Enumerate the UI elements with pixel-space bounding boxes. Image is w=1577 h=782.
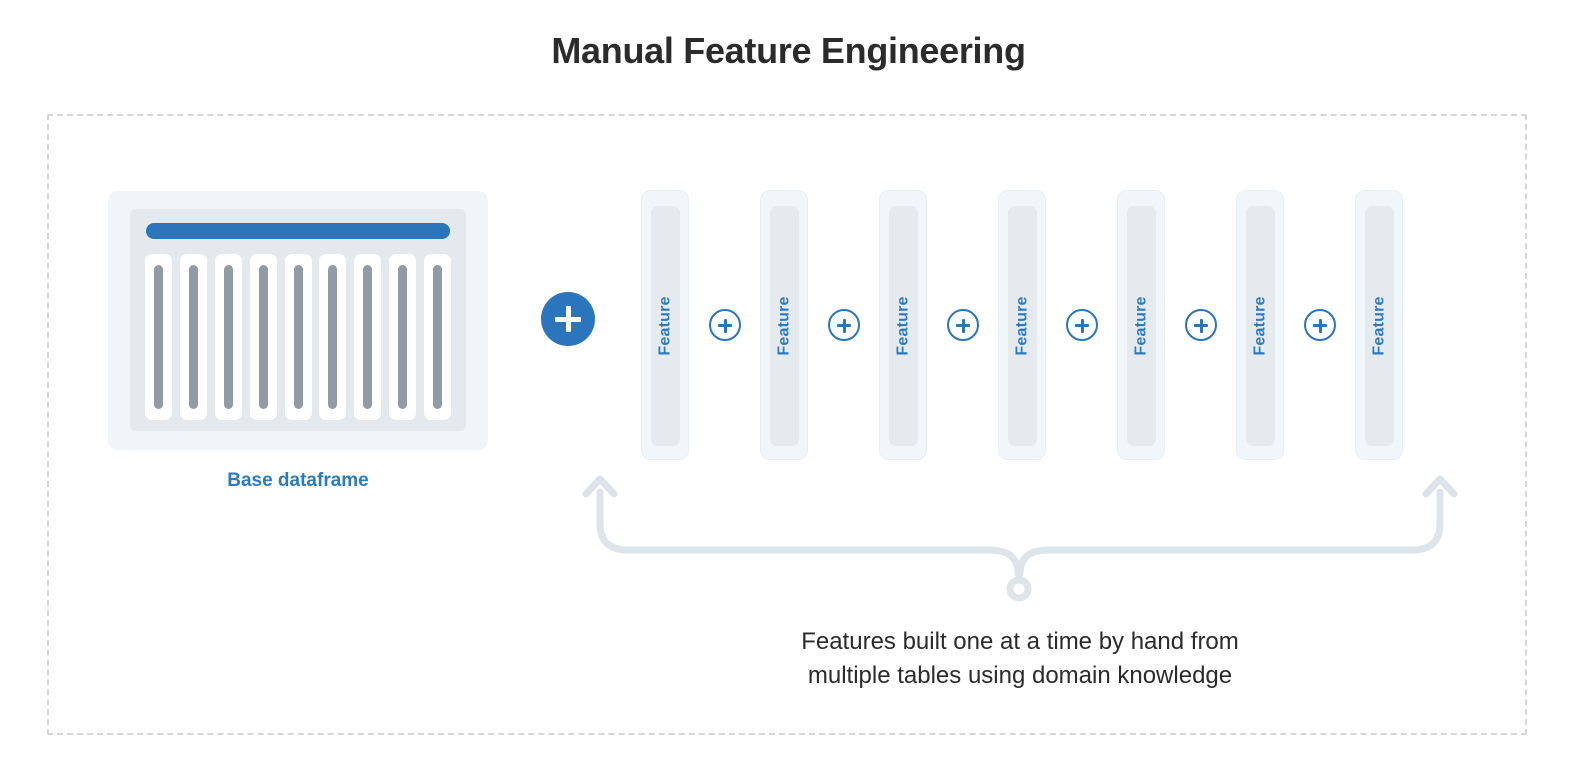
feature-column[interactable]: Feature [760, 190, 808, 460]
feature-column-label: Feature [1014, 296, 1032, 356]
feature-column[interactable]: Feature [1117, 190, 1165, 460]
add-feature-button[interactable] [541, 292, 595, 346]
base-dataframe-column [249, 254, 277, 420]
feature-column-label-wrap: Feature [1356, 191, 1404, 461]
base-dataframe-column-bar [223, 265, 233, 409]
base-dataframe-card [108, 191, 488, 450]
base-dataframe-column-bar [258, 265, 268, 409]
add-feature-connector[interactable] [1065, 309, 1098, 341]
base-dataframe-column-bar [293, 265, 303, 409]
base-dataframe-column [145, 254, 172, 420]
feature-column-label: Feature [895, 296, 913, 356]
plus-icon-vertical [565, 306, 571, 332]
base-dataframe-column [319, 254, 347, 420]
feature-column-label-wrap: Feature [880, 191, 928, 461]
plus-icon-vertical [723, 318, 727, 333]
feature-column[interactable]: Feature [879, 190, 927, 460]
feature-column-slab [1365, 206, 1394, 446]
base-dataframe-column [214, 254, 242, 420]
base-dataframe-column-bar [363, 265, 373, 409]
feature-column-label-wrap: Feature [642, 191, 690, 461]
feature-column-label-wrap: Feature [761, 191, 809, 461]
feature-column-slab [770, 206, 799, 446]
base-dataframe-panel [130, 209, 466, 431]
base-dataframe-column [354, 254, 382, 420]
add-feature-connector[interactable] [1303, 309, 1336, 341]
plus-icon-vertical [961, 318, 965, 333]
plus-icon-vertical [842, 318, 846, 333]
base-dataframe-column [389, 254, 417, 420]
feature-column[interactable]: Feature [998, 190, 1046, 460]
feature-column-label: Feature [1371, 296, 1389, 356]
add-feature-connector[interactable] [827, 309, 860, 341]
feature-columns-row: Feature Feature Feature Feature Feature Featu… [641, 190, 1403, 460]
grouping-brace [570, 462, 1470, 612]
feature-column[interactable]: Feature [1236, 190, 1284, 460]
diagram-caption: Features built one at a time by hand fro… [660, 625, 1380, 693]
feature-column-slab [651, 206, 680, 446]
diagram-outline-frame [47, 114, 1527, 735]
plus-icon-vertical [1318, 318, 1322, 333]
feature-column-label: Feature [657, 296, 675, 356]
feature-column-label-wrap: Feature [1237, 191, 1285, 461]
feature-column-slab [889, 206, 918, 446]
add-feature-connector[interactable] [1184, 309, 1217, 341]
page-title: Manual Feature Engineering [551, 30, 1026, 71]
caption-line-1: Features built one at a time by hand fro… [801, 628, 1239, 655]
feature-column[interactable]: Feature [641, 190, 689, 460]
add-feature-connector[interactable] [708, 309, 741, 341]
base-dataframe-column-bar [188, 265, 198, 409]
base-dataframe-column-bar [398, 265, 408, 409]
feature-column-label: Feature [1133, 296, 1151, 356]
feature-column[interactable]: Feature [1355, 190, 1403, 460]
plus-icon-vertical [1080, 318, 1084, 333]
base-dataframe-column-bar [433, 265, 442, 409]
feature-column-slab [1008, 206, 1037, 446]
base-dataframe-header-bar [146, 223, 450, 239]
feature-column-label: Feature [776, 296, 794, 356]
base-dataframe-column [284, 254, 312, 420]
base-dataframe-column [424, 254, 451, 420]
caption-line-2: multiple tables using domain knowledge [807, 662, 1233, 689]
feature-column-slab [1127, 206, 1156, 446]
plus-icon-vertical [1199, 318, 1203, 333]
feature-column-label: Feature [1252, 296, 1270, 356]
base-dataframe-columns [145, 254, 451, 420]
feature-column-slab [1246, 206, 1275, 446]
feature-column-label-wrap: Feature [999, 191, 1047, 461]
add-feature-connector[interactable] [946, 309, 979, 341]
base-dataframe-column-bar [154, 265, 163, 409]
base-dataframe-column [179, 254, 207, 420]
base-dataframe-column-bar [328, 265, 338, 409]
base-dataframe-label: Base dataframe [227, 470, 369, 491]
feature-column-label-wrap: Feature [1118, 191, 1166, 461]
